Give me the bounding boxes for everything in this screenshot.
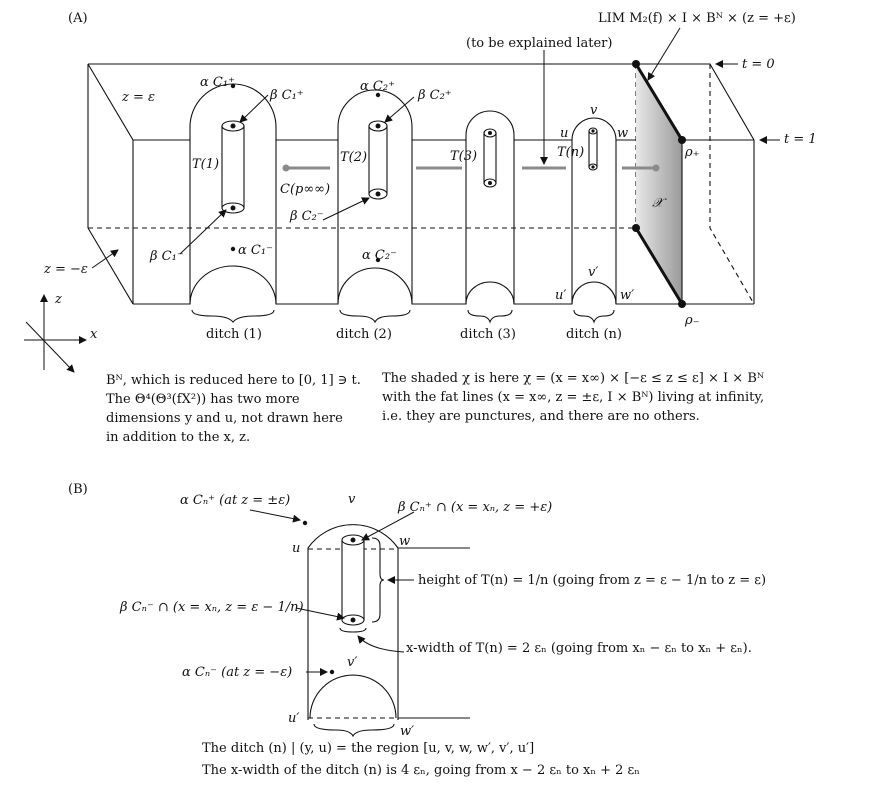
ditch-2-label: ditch (2) xyxy=(336,327,392,342)
v-label-a: v xyxy=(590,103,598,118)
caption-b-1: The ditch (n) | (y, u) = the region [u, … xyxy=(202,741,534,756)
front-top-rim xyxy=(133,83,754,141)
rho-minus-label: ρ₋ xyxy=(684,313,700,328)
ditch-3-label: ditch (3) xyxy=(460,327,516,342)
w-label-b: w xyxy=(399,534,410,549)
note-left-1: Bᴺ, which is reduced here to [0, 1] ∋ t. xyxy=(106,373,361,388)
tube-3 xyxy=(483,128,497,188)
b-hump-outline xyxy=(307,524,399,720)
alpha-c1-plus-label: α C₁⁺ xyxy=(200,75,235,90)
z-eps-label: z = ε xyxy=(121,90,155,105)
beta-cn-minus-label: β Cₙ⁻ ∩ (x = xₙ, z = ε − 1/n) xyxy=(119,600,304,615)
u-label-b: u xyxy=(292,541,300,556)
explain-note: (to be explained later) xyxy=(466,36,612,51)
axes-icon xyxy=(24,294,87,373)
c-p-label: C(p∞∞) xyxy=(280,182,330,197)
ditch-n-label: ditch (n) xyxy=(566,327,622,342)
xwidth-label: x-width of T(n) = 2 εₙ (going from xₙ − … xyxy=(406,641,752,656)
note-left-2: The Θ⁴(Θ³(fX²)) has two more xyxy=(106,392,300,407)
chi-region xyxy=(636,64,682,304)
b-lower-arch xyxy=(309,674,397,719)
t0-label: t = 0 xyxy=(742,57,775,72)
tube-n-label: T(n) xyxy=(557,145,584,160)
beta-c1-plus-label: β C₁⁺ xyxy=(269,88,304,103)
note-right-3: i.e. they are punctures, and there are n… xyxy=(382,409,700,424)
beta-c2-plus-label: β C₂⁺ xyxy=(417,88,452,103)
w-prime-label-a: w′ xyxy=(620,288,634,303)
v-prime-label-a: v′ xyxy=(588,265,598,280)
tube-3-label: T(3) xyxy=(450,149,477,164)
panel-a-label: (A) xyxy=(68,11,88,26)
front-bottom-rim xyxy=(133,265,754,305)
u-prime-label-b: u′ xyxy=(288,711,299,726)
tube-2 xyxy=(368,120,388,200)
note-left-4: in addition to the x, z. xyxy=(106,430,250,445)
tube-1-label: T(1) xyxy=(192,157,219,172)
tube-2-label: T(2) xyxy=(340,150,367,165)
tube-1 xyxy=(221,120,245,214)
alpha-c1-minus-label: α C₁⁻ xyxy=(238,243,273,258)
axis-x-label: x xyxy=(90,327,98,342)
v-prime-label-b: v′ xyxy=(347,655,357,670)
beta-cn-plus-label: β Cₙ⁺ ∩ (x = xₙ, z = +ε) xyxy=(397,500,552,515)
panel-b-label: (B) xyxy=(68,482,88,497)
beta-c1-minus-label: β C₁⁻ xyxy=(149,249,184,264)
u-prime-label-a: u′ xyxy=(555,288,566,303)
caption-b-2: The x-width of the ditch (n) is 4 εₙ, go… xyxy=(202,763,640,778)
ditch-braces xyxy=(191,309,615,324)
tube-n-detail xyxy=(341,534,365,626)
z-neg-eps-label: z = −ε xyxy=(43,262,88,277)
alpha-c2-minus-label: α C₂⁻ xyxy=(362,248,397,263)
height-label: height of T(n) = 1/n (going from z = ε −… xyxy=(418,573,766,588)
note-right-2: with the fat lines (x = x∞, z = ±ε, I × … xyxy=(382,390,764,405)
alpha-c2-plus-label: α C₂⁺ xyxy=(360,79,395,94)
ditch-1-label: ditch (1) xyxy=(206,327,262,342)
u-label-a: u xyxy=(560,126,568,141)
w-label-a: w xyxy=(617,126,628,141)
box-outline xyxy=(87,63,755,305)
t1-label: t = 1 xyxy=(784,132,817,147)
v-label-b: v xyxy=(348,492,356,507)
axis-z-label: z xyxy=(54,292,62,307)
tube-n xyxy=(588,127,598,171)
w-prime-label-b: w′ xyxy=(400,724,414,739)
beta-c2-minus-label: β C₂⁻ xyxy=(289,209,324,224)
alpha-cn-plus-label: α Cₙ⁺ (at z = ±ε) xyxy=(180,493,290,508)
alpha-cn-minus-label: α Cₙ⁻ (at z = −ε) xyxy=(182,665,292,680)
lim-label: LIM M₂(f) × I × Bᴺ × (z = +ε) xyxy=(598,11,796,26)
rho-plus-label: ρ₊ xyxy=(684,145,700,160)
note-right-1: The shaded χ is here χ = (x = x∞) × [−ε … xyxy=(382,371,764,386)
note-left-3: dimensions y and u, not drawn here xyxy=(106,411,343,426)
